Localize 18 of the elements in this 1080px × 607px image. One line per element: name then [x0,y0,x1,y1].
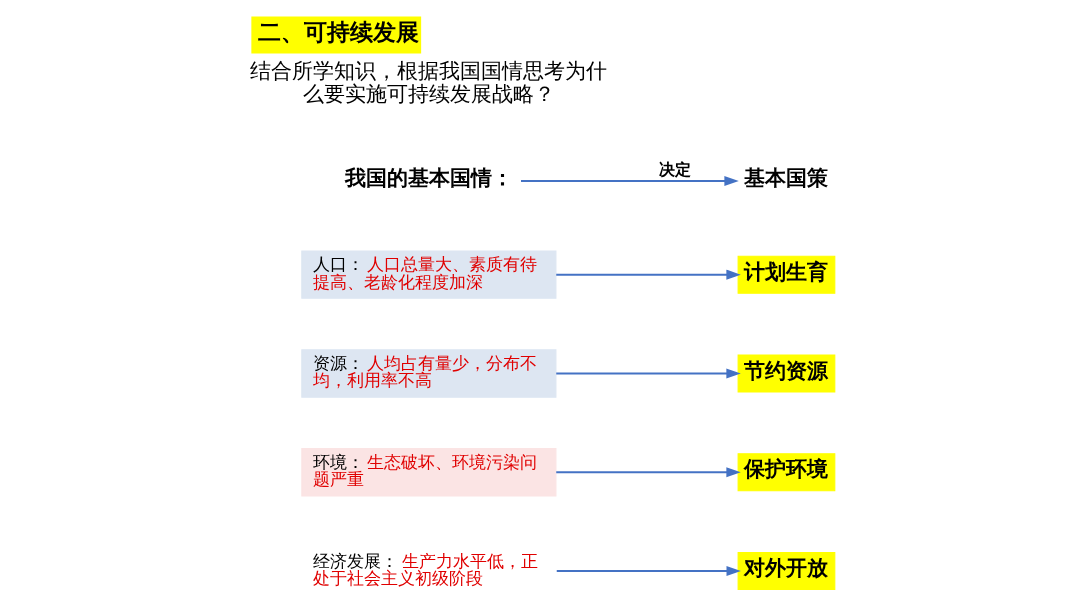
edge-label: 决定 [658,159,691,179]
node-box: 资源：人均占有量少，分布不均，利用率不高 [301,349,557,398]
arrow [556,566,741,577]
node-text: 我国的基本国情： [344,166,513,191]
arrow [556,269,741,280]
node-box: 环境：生态破坏、环境污染问题严重 [301,448,557,497]
label: 结合所学知识，根据我国国情思考为什么要实施可持续发展战略？ [250,59,608,106]
node-text: 基本国策 [744,166,829,191]
node-text: 经济发展： 生产力水平低，正处于社会主义初级阶段 [312,550,539,589]
node-box: 对外开放 [737,552,836,591]
arrow [556,368,741,379]
node-box: 计划生育 [737,255,836,294]
node-box: 节约资源 [737,354,836,393]
arrow [556,467,741,478]
arrow [521,176,739,187]
diagram-title: 二、可持续发展 [258,18,420,45]
node-box: 保护环境 [737,453,836,492]
node-box: 人口：人口总量大、素质有待提高、老龄化程度加深 [301,250,557,299]
